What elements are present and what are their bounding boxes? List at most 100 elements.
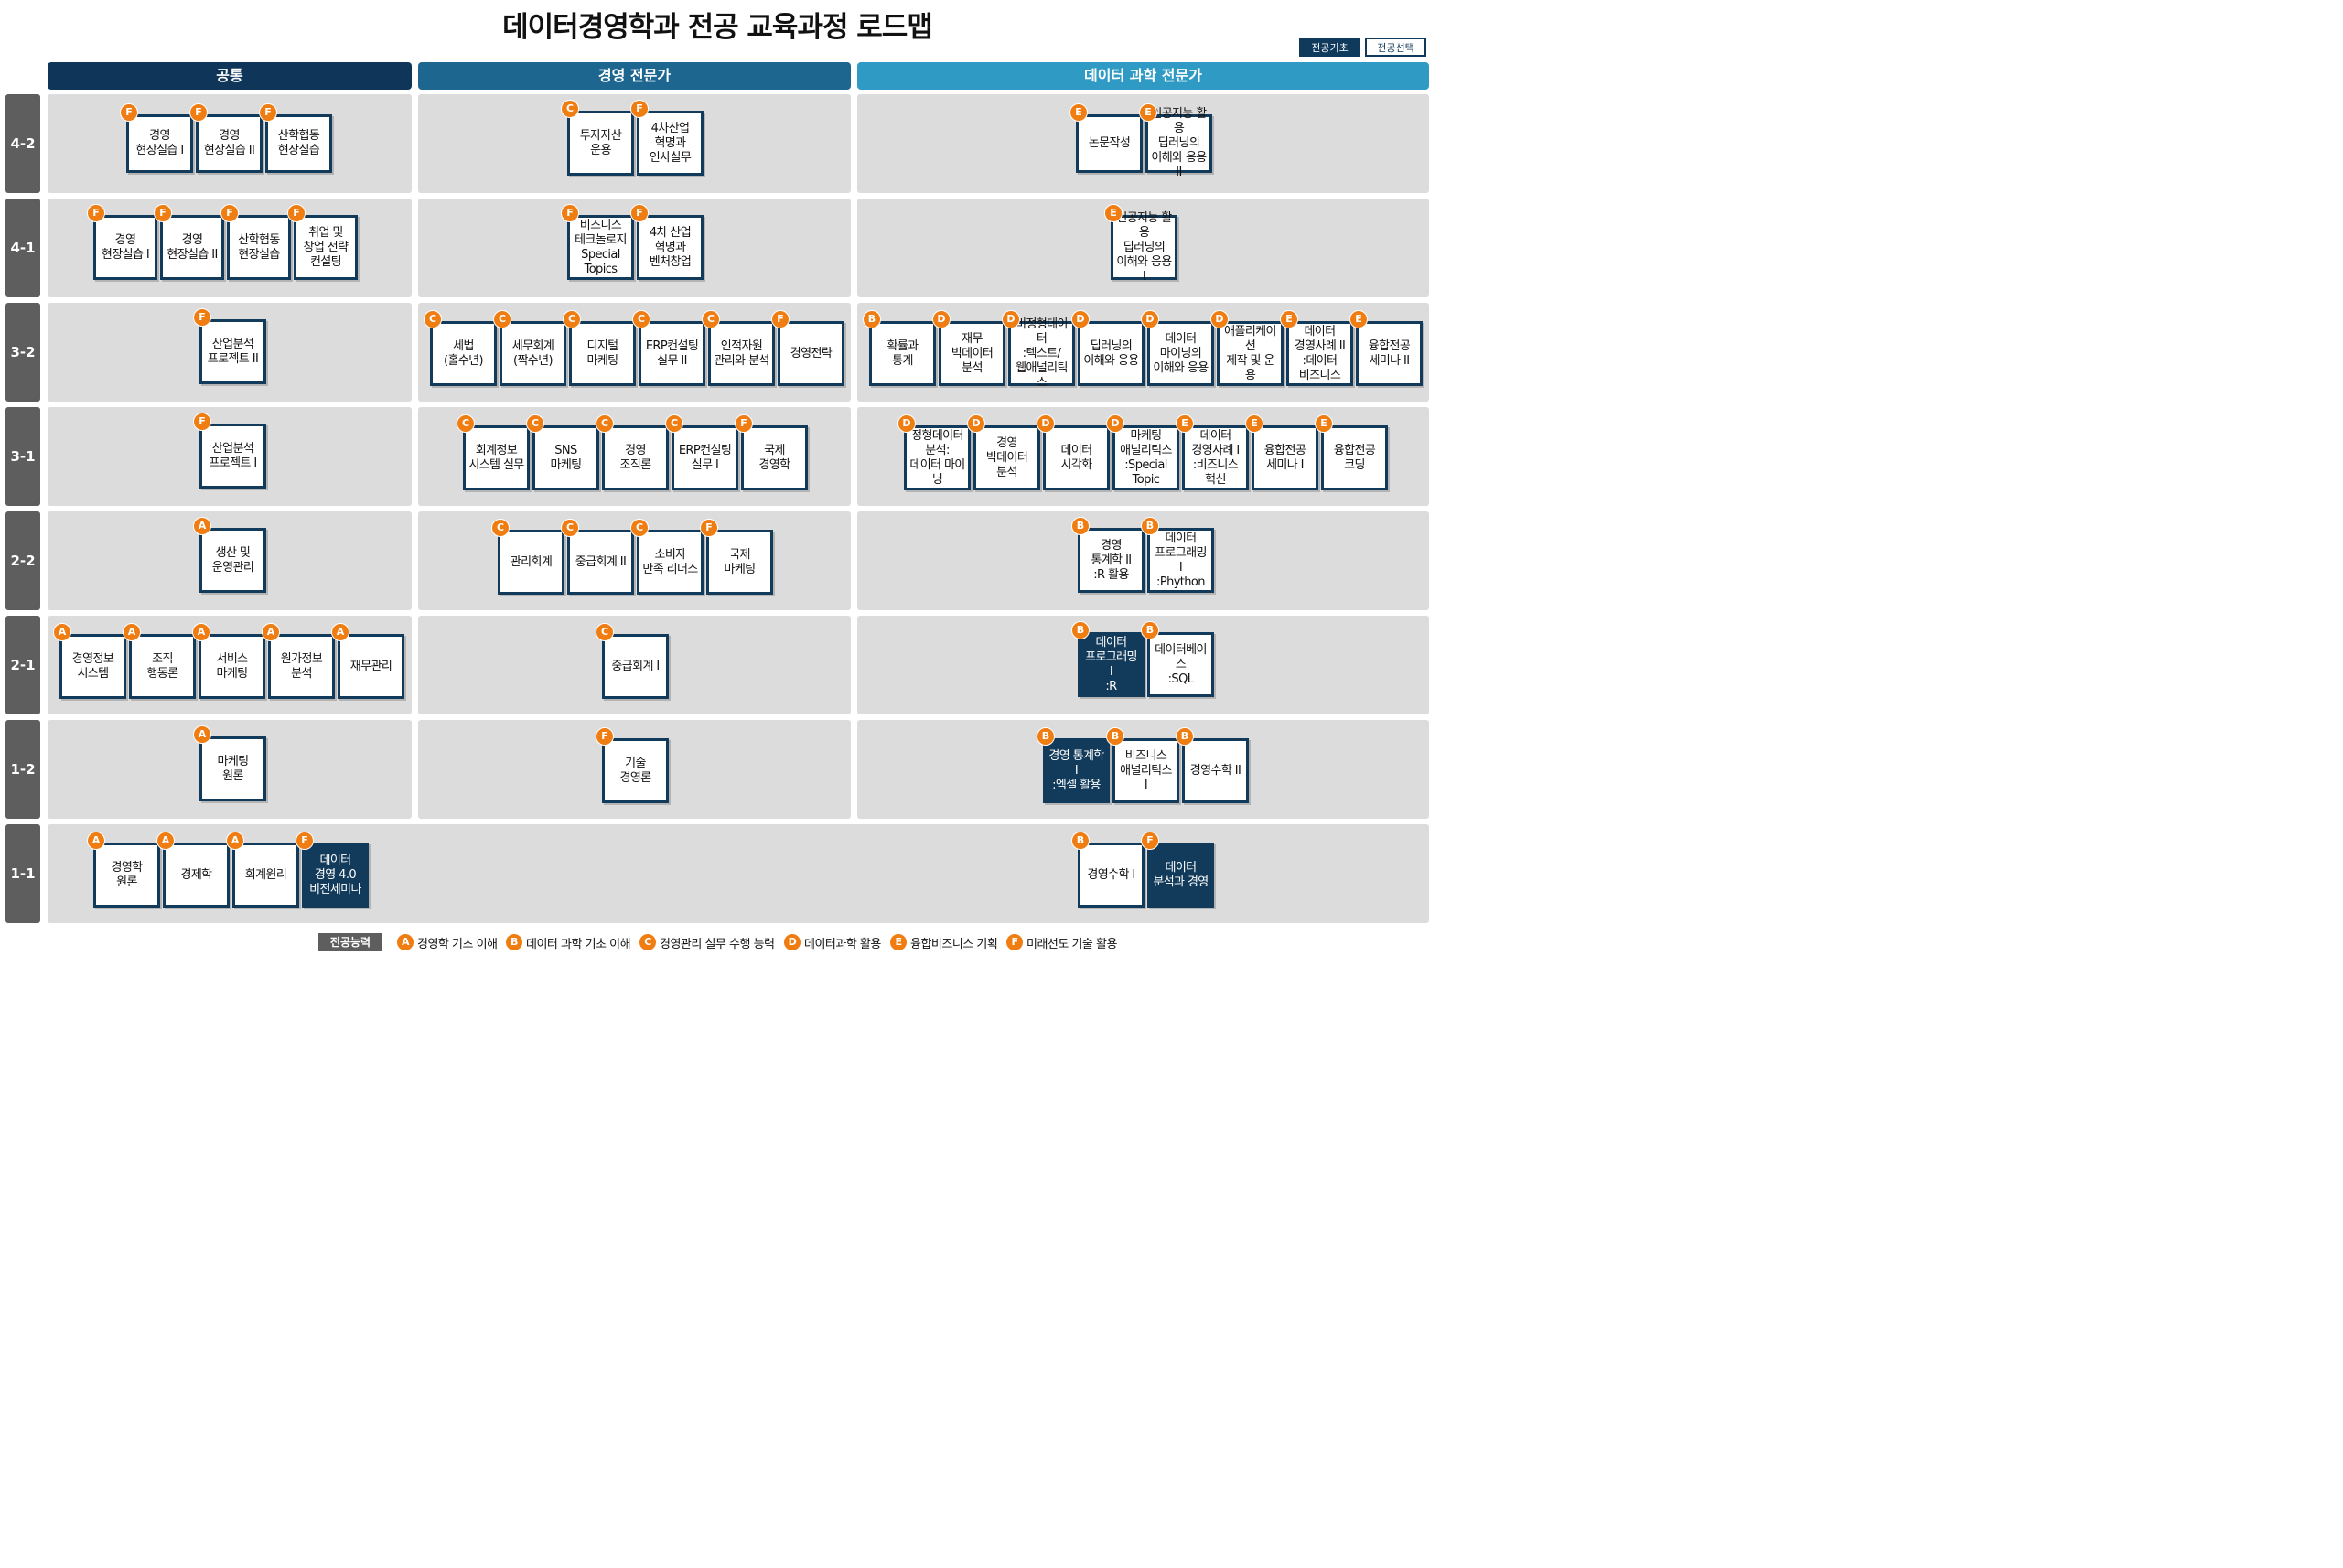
competency-badge-a: A <box>193 517 211 535</box>
course-label: 비즈니스 애널리틱스 I <box>1120 748 1172 792</box>
competency-badge-b: B <box>1071 517 1090 535</box>
competency-badge-f: F <box>220 204 239 222</box>
competency-badge-c: C <box>561 100 579 118</box>
competency-badge-d: D <box>1071 310 1090 328</box>
course-label: 산업분석 프로젝트 I <box>209 441 257 470</box>
course-box: 데이터 마이닝의 이해와 응용 <box>1147 321 1214 386</box>
course-box: 경영 빅데이터 분석 <box>973 425 1040 490</box>
competency-badge-e: E <box>1315 414 1333 433</box>
competency-badge-f: F <box>287 204 306 222</box>
course-label: ERP컨설팅 실무 II <box>645 338 699 368</box>
course-box: 데이터 프로그래밍 I :R <box>1078 632 1145 697</box>
course-label: 국제 경영학 <box>758 443 790 472</box>
course-label: 취업 및 창업 전략 컨설팅 <box>303 225 349 269</box>
course-box: 기술 경영론 <box>602 738 669 803</box>
competency-badge-c: C <box>702 310 720 328</box>
course-box: SNS 마케팅 <box>532 425 599 490</box>
competency-badge-d: D <box>1141 310 1159 328</box>
legend-badge-c: C <box>639 934 656 950</box>
course-box: 서비스 마케팅 <box>199 634 265 699</box>
course-box: 취업 및 창업 전략 컨설팅 <box>294 215 358 280</box>
course-label: 논문작성 <box>1088 136 1131 150</box>
course-label: 세무회계 (짝수년) <box>511 338 554 368</box>
course-box: 중급회계 II <box>567 530 634 595</box>
legend-label-e: 융합비즈니스 기획 <box>910 937 998 951</box>
column-header-common: 공통 <box>48 62 412 90</box>
competency-badge-d: D <box>1037 414 1055 433</box>
course-label: 경영정보 시스템 <box>71 651 114 681</box>
course-label: 데이터 경영사례 II :데이터 비즈니스 <box>1294 324 1346 382</box>
course-label: 경제학 <box>180 867 212 882</box>
course-label: 인공지능 활용 딥러닝의 이해와 응용 II <box>1151 107 1207 179</box>
course-label: 중급회계 II <box>575 554 627 569</box>
course-box: 경영 현장실습 I <box>93 215 157 280</box>
competency-badge-b: B <box>1141 517 1159 535</box>
course-box: 회계정보 시스템 실무 <box>463 425 530 490</box>
competency-badge-f: F <box>296 832 314 850</box>
course-box: 데이터 프로그래밍 I :Phython <box>1147 528 1214 593</box>
course-label: 비정형데이터 :텍스트/ 웹애널리틱스 <box>1016 317 1068 390</box>
course-box: 국제 경영학 <box>741 425 808 490</box>
course-box: 인공지능 활용 딥러닝의 이해와 응용 I <box>1111 211 1177 284</box>
column-header-data-science-expert: 데이터 과학 전문가 <box>857 62 1429 90</box>
course-box: 4차 산업 혁명과 벤처창업 <box>637 215 704 280</box>
course-label: 원가정보 분석 <box>280 651 323 681</box>
competency-badge-c: C <box>596 414 614 433</box>
course-label: 4차산업 혁명과 인사실무 <box>649 121 692 165</box>
legend-label-b: 데이터 과학 기초 이해 <box>526 937 631 951</box>
legend-item-c: C 경영관리 실무 수행 능력 <box>639 933 775 951</box>
legend-badge-b: B <box>506 934 522 950</box>
course-label: ERP컨설팅 실무 I <box>678 443 732 472</box>
competency-badge-b: B <box>1071 621 1090 639</box>
competency-badge-b: B <box>863 310 881 328</box>
course-label: 회계정보 시스템 실무 <box>468 443 524 472</box>
competency-badge-f: F <box>561 204 579 222</box>
course-label: 데이터 경영사례 I :비즈니스 혁신 <box>1191 428 1240 487</box>
semester-label-3-2: 3-2 <box>5 303 40 402</box>
legend-label-c: 경영관리 실무 수행 능력 <box>660 937 775 951</box>
course-label: 마케팅 애널리틱스 :Special Topic <box>1120 428 1172 487</box>
course-label: 데이터 프로그래밍 I :R <box>1085 635 1137 693</box>
course-box: 비즈니스 애널리틱스 I <box>1112 738 1179 803</box>
competency-badge-e: E <box>1139 103 1157 122</box>
course-box: 경영학 원론 <box>93 843 160 908</box>
course-label: 경영전략 <box>790 346 833 360</box>
course-label: 기술 경영론 <box>619 756 651 785</box>
competency-badge-a: A <box>331 623 349 641</box>
semester-label-4-1: 4-1 <box>5 199 40 297</box>
legend-badge-d: D <box>784 934 801 950</box>
course-label: 디지털 마케팅 <box>586 338 618 368</box>
course-box: 재무관리 <box>338 634 404 699</box>
course-box: 디지털 마케팅 <box>569 321 636 386</box>
competency-badge-d: D <box>1002 310 1020 328</box>
legend-badge-a: A <box>397 934 414 950</box>
course-box: 인적자원 관리와 분석 <box>708 321 775 386</box>
course-box: 인공지능 활용 딥러닝의 이해와 응용 II <box>1145 107 1212 179</box>
course-box: 산학협동 현장실습 <box>265 114 332 173</box>
course-label: 경영학 원론 <box>111 860 143 889</box>
course-box: 정형데이터 분석: 데이터 마이닝 <box>904 425 971 490</box>
course-label: 경영 빅데이터 분석 <box>985 435 1028 479</box>
competency-badge-a: A <box>262 623 280 641</box>
competency-badge-e: E <box>1245 414 1263 433</box>
competency-badge-e: E <box>1280 310 1298 328</box>
course-label: 딥러닝의 이해와 응용 <box>1083 338 1139 368</box>
competency-badge-c: C <box>665 414 683 433</box>
course-box: 데이터 경영 4.0 비전세미나 <box>302 843 369 908</box>
competency-badge-d: D <box>932 310 951 328</box>
course-box: 산업분석 프로젝트 II <box>199 319 266 384</box>
course-label: 경영 조직론 <box>619 443 651 472</box>
course-label: 서비스 마케팅 <box>216 651 248 681</box>
course-label: 산업분석 프로젝트 II <box>207 337 259 366</box>
course-box: 경영 통계학 I :엑셀 활용 <box>1043 738 1110 803</box>
course-label: 인공지능 활용 딥러닝의 이해와 응용 I <box>1116 210 1172 284</box>
course-label: 세법 (홀수년) <box>443 338 484 368</box>
competency-badge-a: A <box>123 623 141 641</box>
competency-badge-b: B <box>1037 727 1055 746</box>
course-label: 데이터 시각화 <box>1060 443 1092 472</box>
course-box: 비즈니스 테크놀로지 Special Topics <box>567 215 634 280</box>
course-box: 확률과 통계 <box>869 321 936 386</box>
course-label: 국제 마케팅 <box>724 547 756 576</box>
